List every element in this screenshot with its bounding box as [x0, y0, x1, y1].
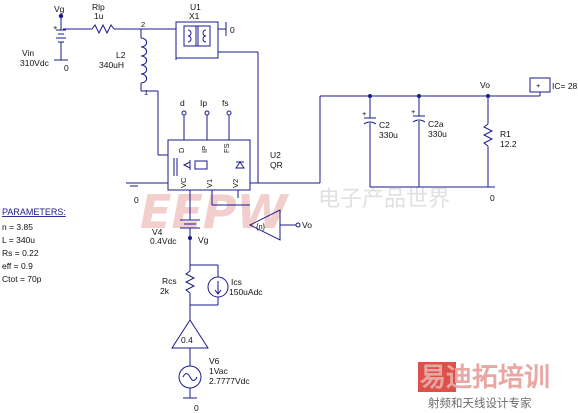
c2a-plus: +	[411, 107, 416, 116]
parameters-title: PARAMETERS:	[2, 207, 66, 217]
u2-sense-block	[194, 160, 208, 170]
v6-value2: 2.7777Vdc	[209, 376, 250, 386]
c2a-value: 330u	[428, 129, 447, 139]
param-item: Rs = 0.22	[2, 248, 39, 258]
resistor-rcs	[184, 270, 196, 294]
c2a-name: C2a	[428, 119, 444, 129]
vg-label: Vg	[54, 4, 65, 14]
u1-gnd-label: 0	[230, 25, 235, 35]
pin-ip-label: Ip	[200, 98, 207, 108]
vin-value: 310Vdc	[20, 58, 50, 68]
u1-coil-left	[187, 29, 192, 43]
u2-pin-d: D	[177, 147, 186, 153]
probe-fs	[226, 110, 232, 116]
u2-value: QR	[270, 160, 283, 170]
v6-gnd-label: 0	[194, 403, 199, 413]
rcs-value: 2k	[160, 286, 170, 296]
u2-pin-vc: VC	[179, 177, 188, 188]
rlp-value: 1u	[94, 11, 104, 21]
v6-name: V6	[209, 356, 220, 366]
gain-block-label: {n}	[256, 222, 266, 231]
v6-value1: 1Vac	[209, 366, 228, 376]
pin-d-label: d	[180, 98, 185, 108]
probe-ip	[204, 110, 210, 116]
l2-value: 340uH	[99, 60, 124, 70]
vo-node-label: Vo	[480, 80, 490, 90]
watermark-eepw-cn: 电子产品世界	[318, 187, 450, 212]
u1-value: X1	[189, 11, 200, 21]
vin-gnd-label: 0	[64, 63, 69, 73]
rlp-name: Rlp	[92, 2, 105, 12]
c2-value: 330u	[379, 130, 398, 140]
u1-core	[183, 25, 211, 47]
u2-gnd-label: 0	[134, 195, 139, 205]
u2-diode	[182, 161, 191, 169]
watermark-bottom-text: 易迪拓培训	[420, 363, 550, 393]
ic-label: IC= 28	[552, 81, 578, 91]
node1-label: 1	[144, 88, 148, 97]
u2-pin-v1: V1	[205, 179, 214, 188]
u1-body	[175, 21, 219, 59]
v4-value: 0.4Vdc	[150, 236, 177, 246]
u2-pin-ip: IP	[200, 146, 209, 153]
vo-out-label: Vo	[302, 220, 312, 230]
watermark-bottom: 易迪拓培训 射频和天线设计专家	[418, 362, 550, 410]
node-vg-dot	[58, 13, 64, 19]
v6-sine	[182, 373, 198, 381]
vo-out-port	[295, 222, 301, 228]
watermark-bottom-sub: 射频和天线设计专家	[428, 396, 532, 410]
param-item: n = 3.85	[2, 222, 33, 232]
u1-name: U1	[190, 2, 201, 12]
ic-plus: +	[536, 81, 541, 90]
pin-fs-label: fs	[222, 98, 229, 108]
r1-value: 12.2	[500, 139, 517, 149]
watermark-eepw: EEPW 电子产品世界	[140, 185, 450, 239]
vin-plus-sign: +	[53, 23, 58, 32]
vin-name: Vin	[22, 48, 34, 58]
c2-plate-curved	[363, 121, 377, 125]
ics-arrow-head	[214, 289, 222, 295]
l2-name: L2	[116, 50, 126, 60]
c2a-plate-curved	[412, 119, 426, 123]
node2-label: 2	[141, 20, 145, 29]
out-gnd-label: 0	[490, 193, 495, 203]
param-item: Ctot = 70p	[2, 274, 42, 284]
rcs-name: Rcs	[162, 276, 177, 286]
u2-name: U2	[270, 150, 281, 160]
watermark-eepw-text: EEPW	[140, 185, 290, 239]
u2-pin-fs: FS	[222, 143, 231, 153]
param-item: eff = 0.9	[2, 261, 33, 271]
node-vo-dot	[486, 94, 490, 98]
u2-fs-diode	[235, 161, 245, 169]
gain2-label: 0.4	[181, 335, 193, 345]
probe-d	[181, 110, 187, 116]
u2-pin-v2: V2	[231, 179, 240, 188]
resistor-r1	[482, 123, 494, 147]
param-item: L = 340u	[2, 235, 35, 245]
watermark-logo-block	[418, 362, 456, 392]
u2-body	[167, 139, 251, 191]
u1-coil-right	[202, 29, 207, 43]
r1-name: R1	[500, 129, 511, 139]
c2-plus: +	[362, 109, 367, 118]
resistor-rlp	[91, 23, 115, 35]
ics-name: Ics	[231, 277, 242, 287]
vg-pin-label: Vg	[198, 235, 209, 245]
inductor-l2	[140, 37, 148, 84]
ic-marker	[529, 77, 551, 93]
ics-value: 150uAdc	[229, 287, 263, 297]
c2-name: C2	[379, 120, 390, 130]
v4-name: V4	[152, 227, 163, 237]
